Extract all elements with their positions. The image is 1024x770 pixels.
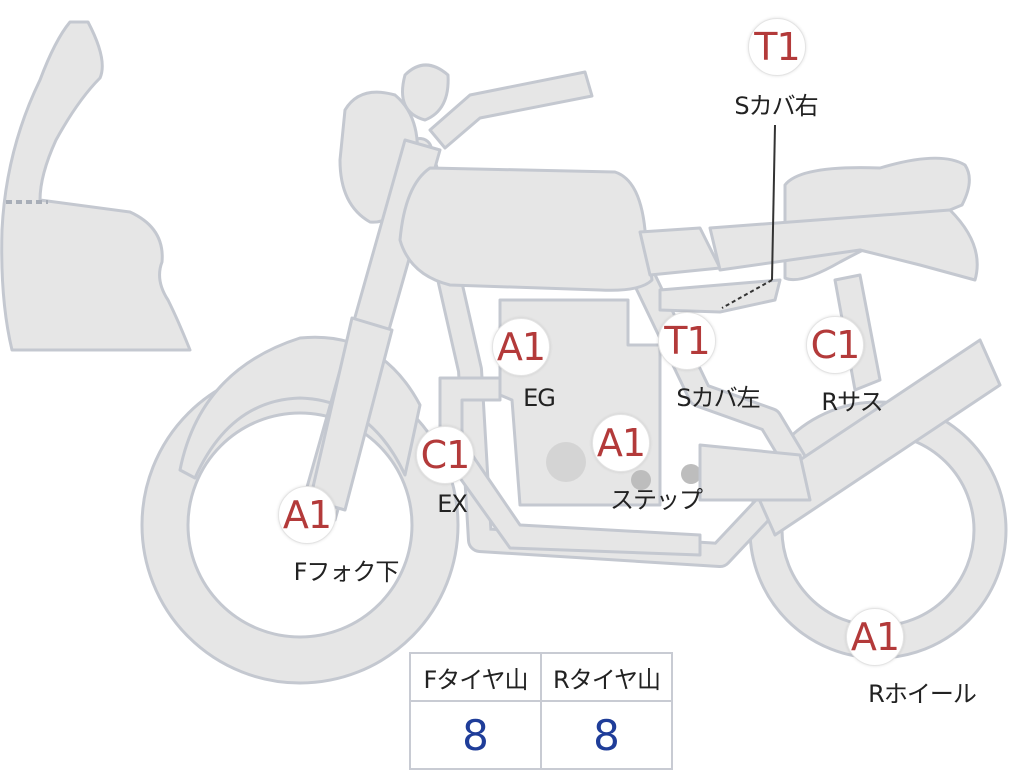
- fuel-tank: [398, 166, 654, 292]
- front-tire-header: Fタイヤ山: [409, 652, 542, 702]
- marker-code-eg: A1: [492, 318, 550, 376]
- marker-label-eg: EG: [523, 384, 556, 412]
- leader-line: [771, 124, 776, 281]
- marker-label-s-cover-right: Sカバ右: [734, 92, 818, 120]
- marker-label-ex: EX: [437, 490, 468, 518]
- marker-code-ex: C1: [416, 426, 474, 484]
- tail: [708, 208, 979, 282]
- front-tire-value: 8: [409, 700, 542, 770]
- front-cowl: [0, 20, 192, 352]
- marker-code-f-fork-lower: A1: [278, 486, 336, 544]
- tire-tread-table: Fタイヤ山 Rタイヤ山 8 8: [409, 652, 673, 770]
- marker-label-r-sus: Rサス: [821, 388, 883, 416]
- table-header-row: Fタイヤ山 Rタイヤ山: [409, 652, 673, 702]
- marker-code-s-cover-left: T1: [658, 312, 716, 370]
- marker-code-s-cover-right: T1: [748, 18, 806, 76]
- side-cover: [658, 278, 782, 314]
- marker-label-r-wheel: Rホイール: [868, 680, 977, 708]
- rear-tire-value: 8: [540, 700, 673, 770]
- handlebar: [428, 70, 594, 150]
- rear-tire-header: Rタイヤ山: [540, 652, 673, 702]
- exhaust: [438, 376, 702, 557]
- seat: [638, 226, 722, 277]
- table-value-row: 8 8: [409, 700, 673, 770]
- marker-label-f-fork-lower: Fフォク下: [293, 558, 400, 586]
- marker-code-r-wheel: A1: [846, 608, 904, 666]
- marker-label-s-cover-left: Sカバ左: [676, 384, 760, 412]
- marker-code-r-sus: C1: [806, 316, 864, 374]
- marker-label-step: ステップ: [610, 486, 703, 514]
- marker-code-step: A1: [592, 414, 650, 472]
- muffler: [753, 338, 1002, 537]
